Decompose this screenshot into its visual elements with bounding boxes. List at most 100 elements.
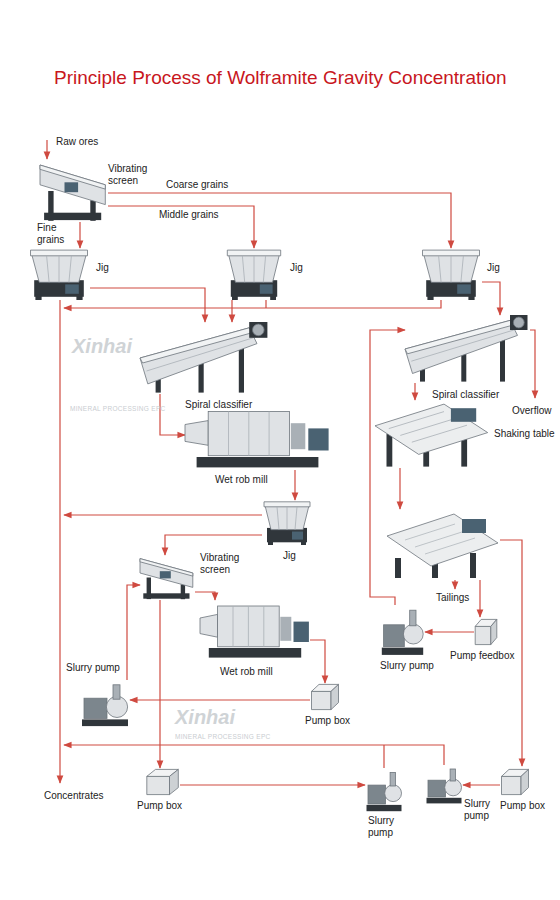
jig-unit: Jig: [262, 500, 312, 545]
flow-line: [482, 282, 500, 315]
jig-rim: [31, 250, 88, 256]
mill-base: [209, 648, 301, 658]
concentrate-line: [64, 514, 262, 515]
equipment-label: Spiral classifier: [432, 389, 499, 401]
equipment-label: Jig: [96, 262, 109, 274]
pump-outlet: [410, 610, 416, 626]
concentrate-line: [265, 300, 266, 308]
equipment-label: Slurry pump: [380, 660, 434, 672]
edge-layer: [80, 193, 500, 785]
table-leg: [395, 558, 401, 578]
flow-line: [195, 592, 215, 600]
classifier-wheel: [253, 324, 265, 336]
pump-unit: Slurry pump: [425, 765, 463, 805]
equipment-label: Vibrating screen: [200, 552, 250, 576]
jig-rim: [227, 250, 280, 256]
flow-line: [425, 631, 474, 632]
box-side: [491, 619, 497, 644]
flow-line: [108, 193, 451, 248]
mill-ring: [228, 412, 229, 456]
watermark-text: MINERAL PROCESSING EPC: [175, 733, 271, 741]
table-riffle: [415, 531, 465, 547]
jig-leg: [301, 541, 306, 546]
table-riffle: [405, 524, 455, 540]
pump-casing: [445, 779, 462, 796]
box-front: [502, 776, 522, 794]
screen-illustration: [40, 160, 108, 222]
flow-line: [370, 330, 405, 605]
mill-illustration: [185, 405, 330, 470]
box-illustration: [145, 768, 180, 796]
table-riffle: [412, 425, 467, 442]
flow-line: [160, 394, 185, 435]
equipment-label: Spiral classifier: [185, 399, 252, 411]
table-deck: [387, 514, 498, 566]
pump-illustration: [380, 605, 425, 657]
equipment-label: Jig: [283, 550, 296, 562]
concentrate-line: [64, 745, 444, 765]
flow-line: [90, 288, 205, 322]
jig-motor: [260, 284, 273, 293]
tailings-line: [454, 580, 455, 589]
middlings-line: [399, 468, 400, 509]
shaking-table-illustration: [387, 514, 498, 578]
jig-illustration: [420, 248, 482, 300]
flow-line: [294, 470, 295, 500]
flow-line: [414, 383, 415, 400]
jig-leg: [76, 295, 82, 300]
pump-illustration: [425, 765, 463, 805]
flow-line: [159, 600, 160, 768]
box-front: [312, 691, 332, 709]
pump-motor: [368, 785, 386, 804]
jig-leg: [232, 295, 238, 300]
mill-unit: Wet rob mill: [200, 600, 310, 660]
jig-divider: [439, 256, 442, 282]
edge-label: Fine grains: [36, 222, 76, 246]
jig-divider: [287, 507, 288, 530]
flow-label: Tailings: [436, 592, 469, 604]
edge-label: Middle grains: [158, 209, 219, 221]
box-unit: Pump box: [145, 768, 180, 796]
box-side: [331, 684, 339, 709]
screen-motor: [65, 182, 79, 192]
screen-unit: Vibrating screen: [40, 160, 108, 222]
table-riffle: [425, 538, 475, 554]
mill-gear: [291, 423, 306, 449]
flow-label: Concentrates: [44, 790, 103, 802]
equipment-label: Slurry pump: [464, 798, 498, 822]
mill-motor: [308, 428, 328, 450]
classifier-spiral: [411, 330, 514, 361]
jig-tank: [265, 505, 309, 529]
box-illustration: [310, 683, 340, 711]
pump-unit: Slurry pump: [80, 680, 130, 728]
jig-leg: [468, 295, 474, 300]
jig-motor: [457, 284, 471, 293]
screen-unit: Vibrating screen: [140, 555, 195, 600]
jig-tank: [32, 254, 87, 282]
equipment-label: Jig: [290, 262, 303, 274]
flow-line: [310, 640, 325, 683]
box-illustration: [500, 768, 530, 796]
mill-base: [197, 457, 319, 467]
box-unit: Pump box: [500, 768, 530, 796]
pump-illustration: [80, 680, 130, 728]
mill-feeder: [185, 421, 208, 446]
mill-ring: [233, 606, 234, 647]
box-side: [170, 769, 179, 794]
classifier-spiral: [147, 338, 254, 371]
table-leg: [470, 553, 476, 578]
jig-divider: [451, 256, 452, 282]
mill-shell: [208, 412, 289, 456]
equipment-label: Wet rob mill: [215, 474, 268, 486]
box-unit: Pump feedbox: [474, 618, 498, 646]
jig-unit: Jig: [28, 248, 90, 300]
equipment-label: Jig: [487, 262, 500, 274]
jig-leg: [268, 541, 273, 546]
pump-base: [367, 805, 402, 811]
flow-line: [180, 784, 365, 785]
pump-unit: Slurry pump: [365, 768, 403, 813]
classifier-unit: Spiral classifier: [140, 322, 270, 394]
equipment-label: Pump box: [500, 800, 545, 812]
jig-illustration: [262, 500, 312, 545]
